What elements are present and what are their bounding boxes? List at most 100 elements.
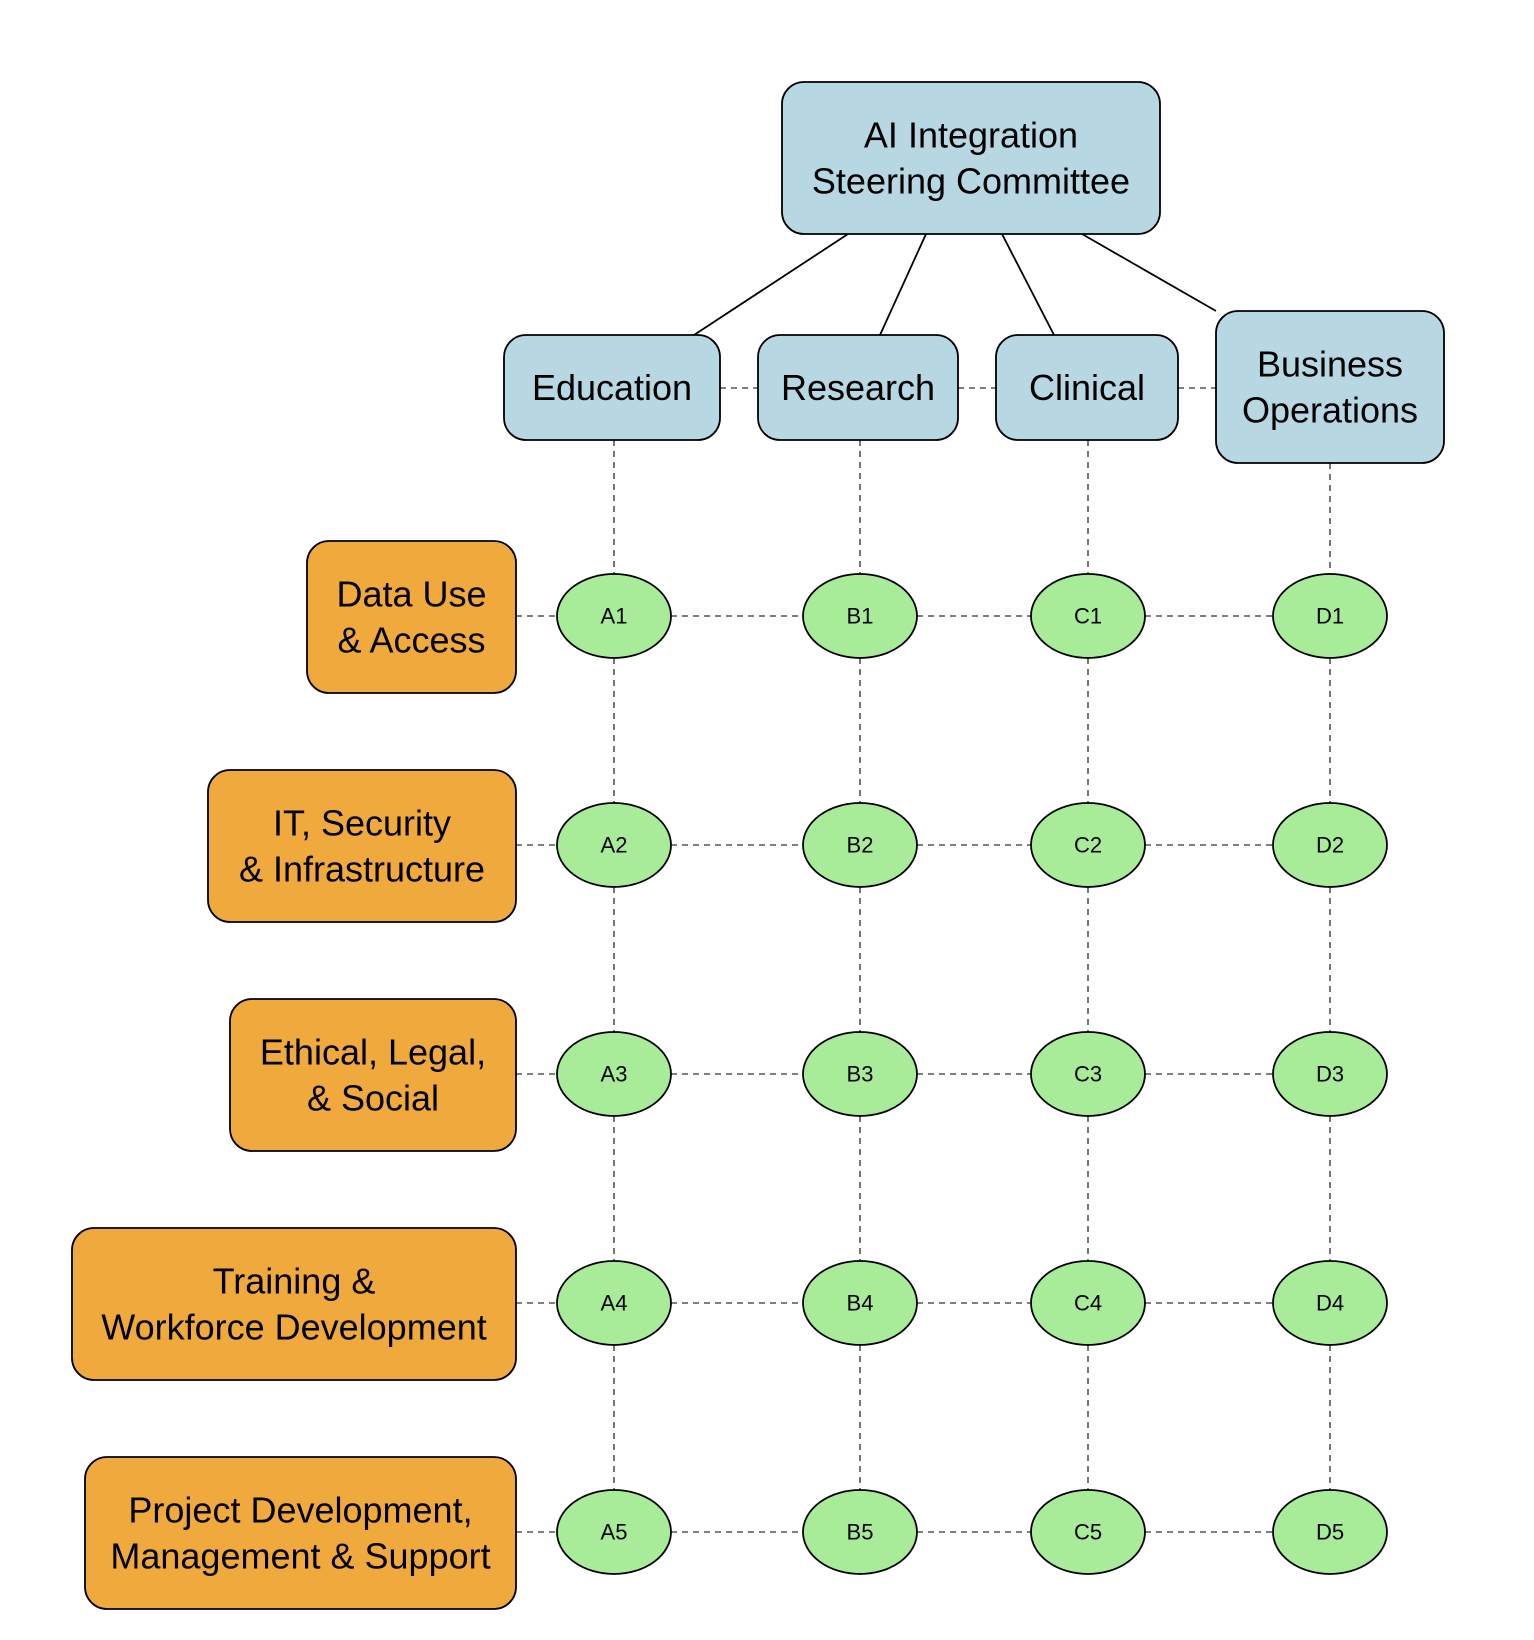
node-b2-label: B2 (847, 833, 874, 858)
node-d2-shape (1272, 802, 1388, 888)
node-c4-shape (1030, 1260, 1146, 1346)
committee-to-area-connector-2 (879, 233, 927, 336)
node-d3-label: D3 (1316, 1062, 1344, 1087)
workgroup-box-data-use-access-label-line-1: Data Use (336, 573, 486, 614)
node-d4-shape (1272, 1260, 1388, 1346)
node-d5-label: D5 (1316, 1520, 1344, 1545)
node-c5-shape (1030, 1489, 1146, 1575)
node-c3-shape (1030, 1031, 1146, 1117)
node-c2: C2 (1030, 802, 1146, 888)
solid-connector-layer (693, 233, 1217, 336)
node-c5: C5 (1030, 1489, 1146, 1575)
area-box-research-label-line-1: Research (781, 367, 935, 408)
committee-to-area-connector-3 (1001, 233, 1055, 336)
node-a5-label: A5 (601, 1520, 628, 1545)
workgroup-box-ethical-legal-social-shape (229, 998, 517, 1152)
node-a1-label: A1 (601, 604, 628, 629)
node-a2: A2 (556, 802, 672, 888)
node-b4-shape (802, 1260, 918, 1346)
workgroup-box-training-workforce-development-label-line-1: Training & (213, 1260, 376, 1301)
node-a3-shape (556, 1031, 672, 1117)
node-a2-label: A2 (601, 833, 628, 858)
node-b2: B2 (802, 802, 918, 888)
node-b5-shape (802, 1489, 918, 1575)
area-box-business-operations-label-line-2: Operations (1242, 390, 1418, 431)
node-b3: B3 (802, 1031, 918, 1117)
committee-to-area-connector-1 (693, 233, 849, 336)
workgroup-box-data-use-access-shape (306, 540, 517, 694)
area-box-research-shape (757, 334, 959, 441)
node-c1-label: C1 (1074, 604, 1102, 629)
workgroup-box-it-security-infrastructure-label-line-1: IT, Security (273, 802, 451, 843)
node-a4-label: A4 (601, 1291, 628, 1316)
node-a3: A3 (556, 1031, 672, 1117)
node-b1-label: B1 (847, 604, 874, 629)
node-b4: B4 (802, 1260, 918, 1346)
node-b3-label: B3 (847, 1062, 874, 1087)
node-d3: D3 (1272, 1031, 1388, 1117)
node-d1-shape (1272, 573, 1388, 659)
steering-committee-box-label-line-2: Steering Committee (812, 161, 1130, 202)
area-box-clinical-shape (995, 334, 1179, 441)
workgroup-box-ethical-legal-social-label-line-2: & Social (307, 1078, 439, 1119)
workgroup-box-project-development-management-support: Project Development, Management & Support (84, 1456, 517, 1610)
area-box-research: Research (757, 334, 959, 441)
workgroup-box-project-development-management-support-label-line-2: Management & Support (110, 1536, 490, 1577)
node-c2-shape (1030, 802, 1146, 888)
workgroup-box-data-use-access-label-line-2: & Access (337, 620, 485, 661)
node-c1-shape (1030, 573, 1146, 659)
node-a1: A1 (556, 573, 672, 659)
workgroup-box-ethical-legal-social-label-line-1: Ethical, Legal, (260, 1031, 486, 1072)
steering-committee-box-label-line-1: AI Integration (864, 114, 1078, 155)
workgroup-box-data-use-access: Data Use & Access (306, 540, 517, 694)
node-d2: D2 (1272, 802, 1388, 888)
workgroup-box-project-development-management-support-shape (84, 1456, 517, 1610)
node-b4-label: B4 (847, 1291, 874, 1316)
area-box-education: Education (503, 334, 721, 441)
node-c2-label: C2 (1074, 833, 1102, 858)
node-d2-label: D2 (1316, 833, 1344, 858)
node-a3-label: A3 (601, 1062, 628, 1087)
node-d1: D1 (1272, 573, 1388, 659)
area-box-business-operations-label-line-1: Business (1257, 343, 1403, 384)
area-box-education-shape (503, 334, 721, 441)
node-a4: A4 (556, 1260, 672, 1346)
workgroup-box-training-workforce-development-shape (71, 1227, 517, 1381)
workgroup-box-it-security-infrastructure: IT, Security & Infrastructure (207, 769, 517, 923)
workgroup-box-project-development-management-support-label-line-1: Project Development, (128, 1489, 472, 1530)
node-c3-label: C3 (1074, 1062, 1102, 1087)
node-b3-shape (802, 1031, 918, 1117)
node-c3: C3 (1030, 1031, 1146, 1117)
node-a2-shape (556, 802, 672, 888)
workgroup-box-it-security-infrastructure-shape (207, 769, 517, 923)
node-c1: C1 (1030, 573, 1146, 659)
node-d5: D5 (1272, 1489, 1388, 1575)
dashed-connector-layer (516, 387, 1331, 1533)
node-c4-label: C4 (1074, 1291, 1102, 1316)
committee-to-area-connector-4 (1081, 233, 1217, 312)
steering-committee-box-shape (781, 81, 1161, 235)
node-a5: A5 (556, 1489, 672, 1575)
workgroup-box-training-workforce-development-label-line-2: Workforce Development (101, 1307, 487, 1348)
node-c4: C4 (1030, 1260, 1146, 1346)
node-b1-shape (802, 573, 918, 659)
workgroup-box-it-security-infrastructure-label-line-2: & Infrastructure (239, 849, 485, 890)
node-c5-label: C5 (1074, 1520, 1102, 1545)
node-d4-label: D4 (1316, 1291, 1344, 1316)
node-a1-shape (556, 573, 672, 659)
workgroup-box-training-workforce-development: Training & Workforce Development (71, 1227, 517, 1381)
node-d3-shape (1272, 1031, 1388, 1117)
node-b2-shape (802, 802, 918, 888)
area-box-clinical-label-line-1: Clinical (1029, 367, 1145, 408)
workgroup-box-ethical-legal-social: Ethical, Legal, & Social (229, 998, 517, 1152)
node-b5: B5 (802, 1489, 918, 1575)
node-d5-shape (1272, 1489, 1388, 1575)
area-box-business-operations-shape (1215, 310, 1445, 464)
area-box-clinical: Clinical (995, 334, 1179, 441)
area-box-education-label-line-1: Education (532, 367, 692, 408)
